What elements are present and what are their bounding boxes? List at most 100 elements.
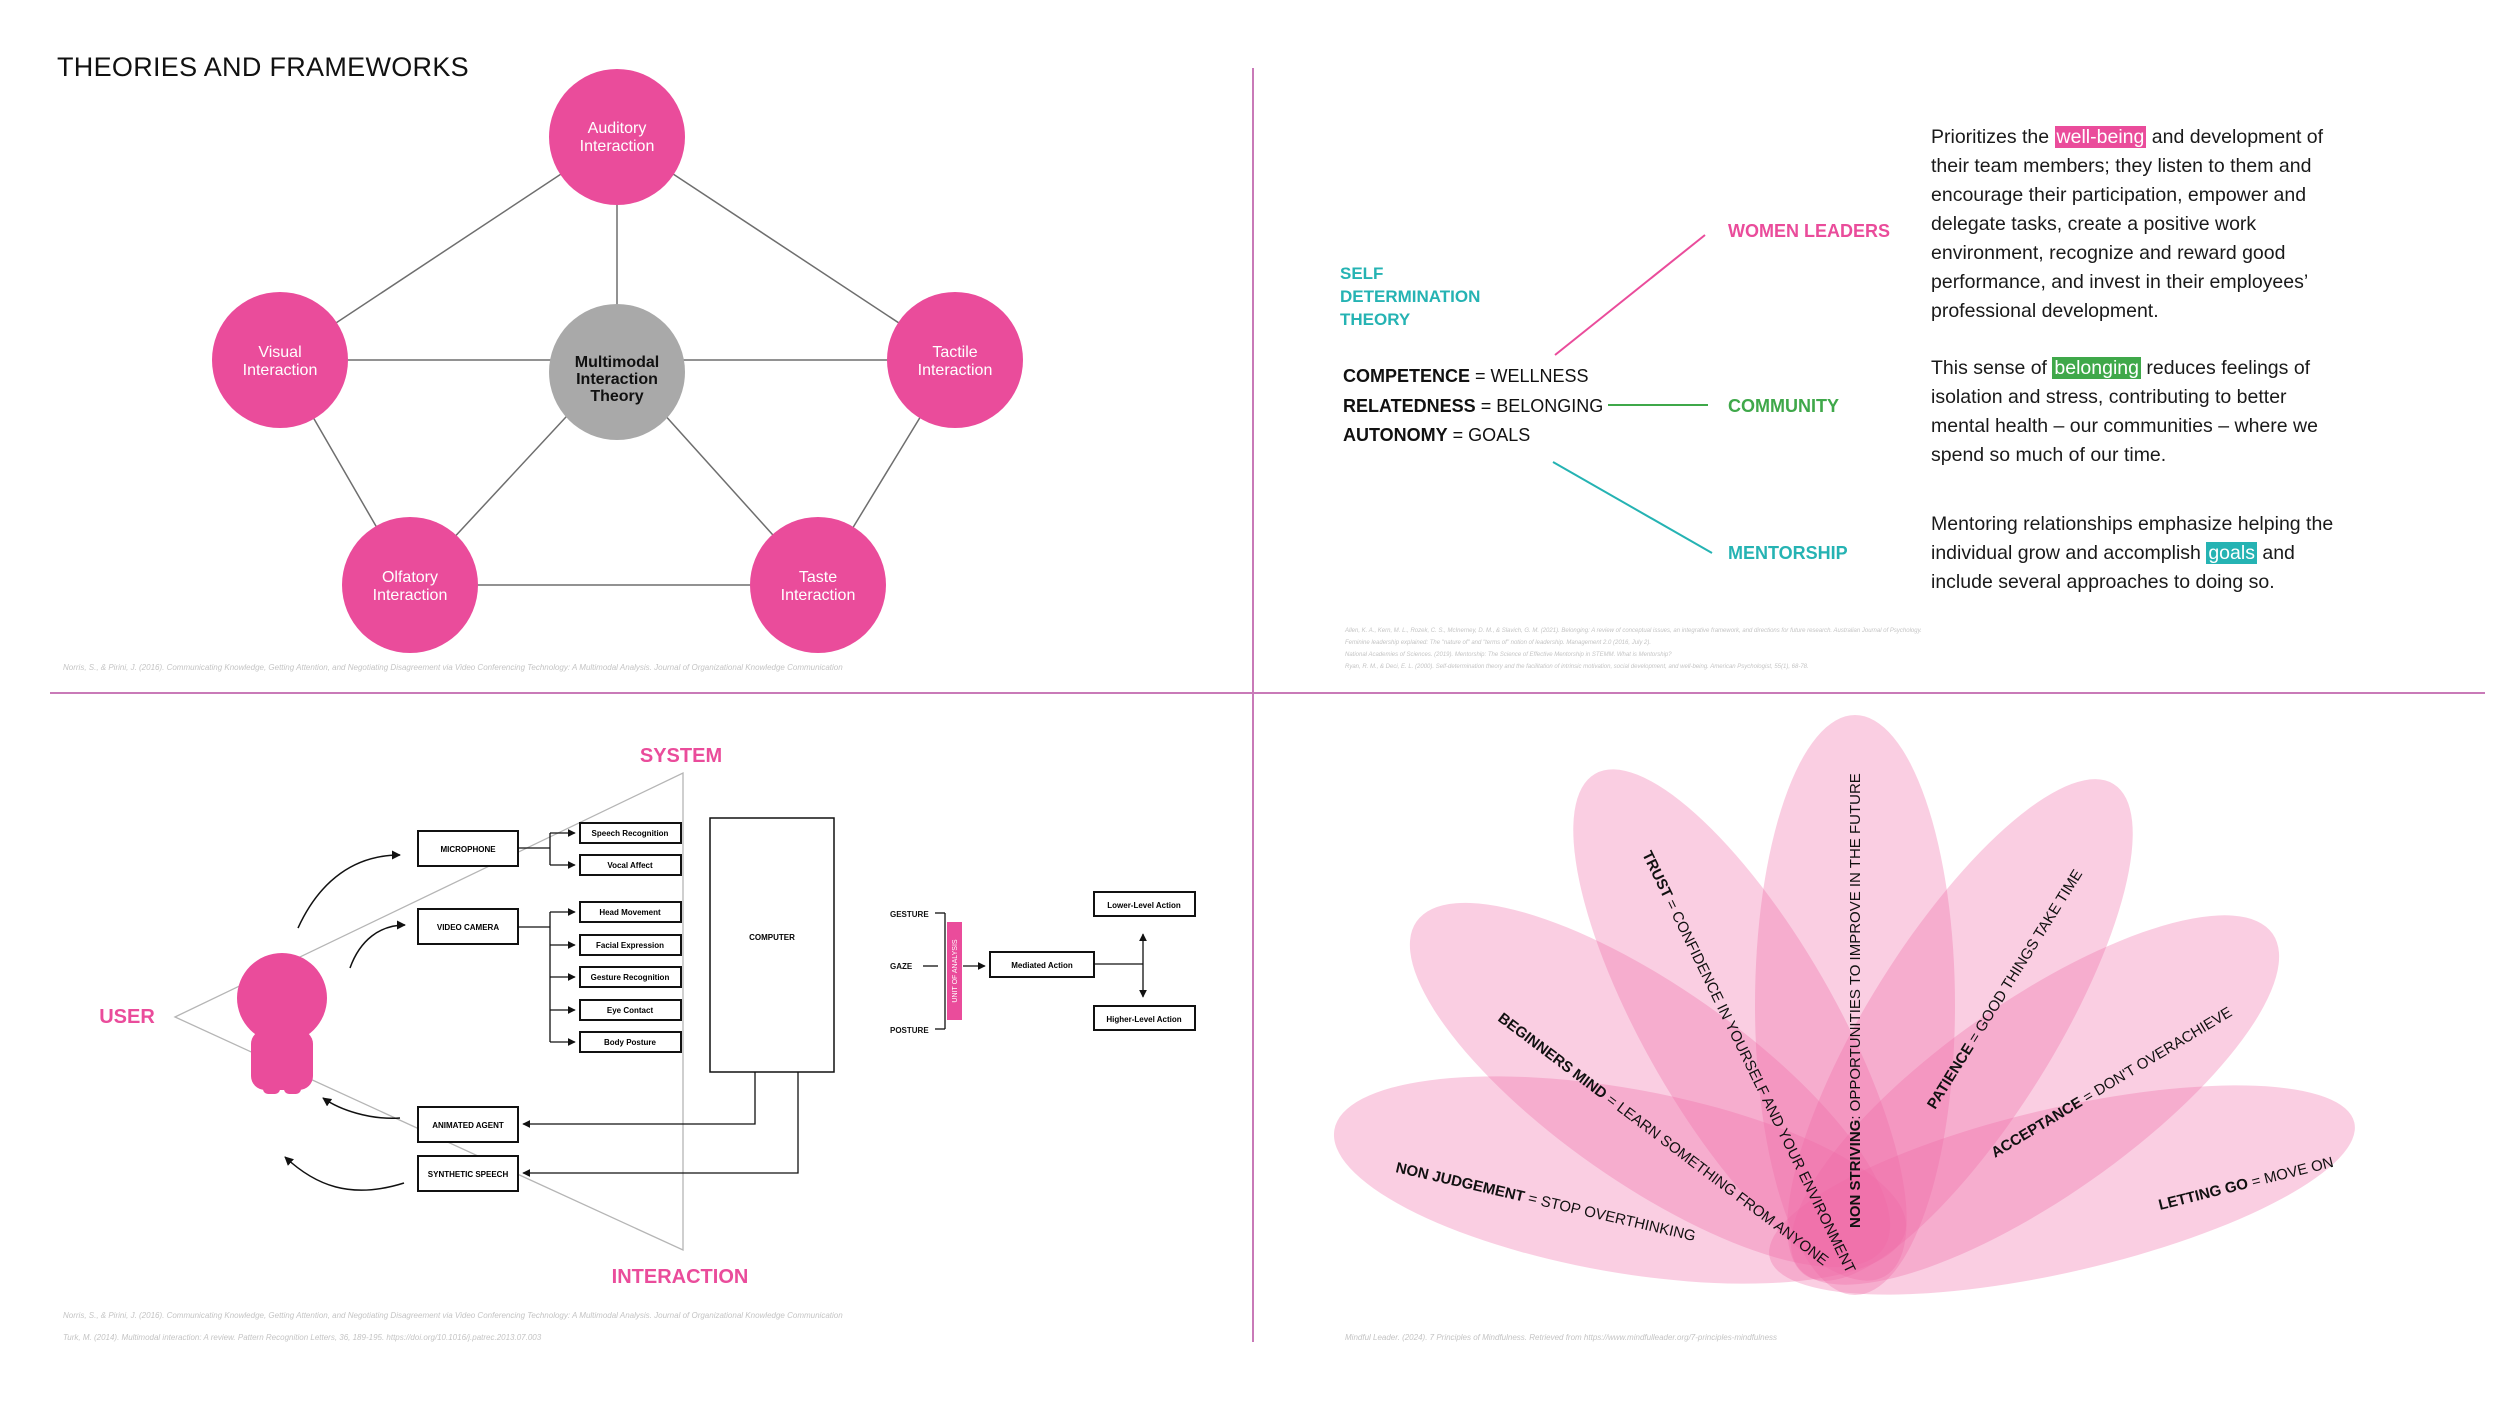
para3-after: and include several approaches to doing … [1931,542,2295,593]
paragraph-community: This sense of belonging reduces feelings… [1931,354,2341,470]
paragraph-women-leaders: Prioritizes the well-being and developme… [1931,123,2351,326]
para2-before: This sense of [1931,357,2053,379]
branch-mentorship-label: MENTORSHIP [1728,543,1848,563]
petal-non-striving [1755,715,1955,1295]
branch-mentorship-line [1552,461,1713,554]
box-computer-label: COMPUTER [749,933,795,942]
node-auditory-line1: Auditory [588,120,647,137]
channel-gesture: GESTURE [890,910,929,919]
sdt-row-relatedness: RELATEDNESS = BELONGING [1343,396,1603,416]
box-video-camera-label: VIDEO CAMERA [437,923,499,932]
citation-sdt-2: Feminine leadership explained: The "natu… [1345,640,1652,646]
citation-lotus: Mindful Leader. (2024). 7 Principles of … [1345,1333,1778,1342]
node-taste-line2: Interaction [781,587,856,604]
node-visual: Visual Interaction [212,292,348,428]
sdt-row-autonomy: AUTONOMY = GOALS [1343,425,1530,445]
box-mediated-action-label: Mediated Action [1011,961,1073,970]
sdt-title-line2: DETERMINATION [1340,287,1480,306]
feature-facial-expression [579,934,682,956]
feature-eye-contact-label: Eye Contact [607,1006,654,1015]
para3-before: Mentoring relationships emphasize helpin… [1931,513,2334,564]
node-taste: Taste Interaction [750,517,886,653]
node-auditory: Auditory Interaction [549,69,685,205]
highlight-belonging: belonging [2052,357,2141,379]
feature-gesture-recognition [579,966,682,988]
citation-interaction-2: Turk, M. (2014). Multimodal interaction:… [63,1333,542,1342]
arrow-agent-to-user [322,1097,401,1119]
box-lower-level-action [1093,891,1196,917]
center-line1: Multimodal [575,354,659,371]
label-system: SYSTEM [640,745,722,767]
node-tactile: Tactile Interaction [887,292,1023,428]
multimodal-diagram: Auditory Interaction Visual Interaction … [212,69,1023,653]
arrow-computer-to-agent [522,1072,756,1128]
camera-bracket [518,908,576,1046]
petal-non-judgement [1333,1076,1907,1284]
box-animated-agent-label: ANIMATED AGENT [432,1121,504,1130]
petal-beginners-mind [1409,902,1891,1268]
box-synthetic-speech [417,1155,519,1192]
para1-after: and development of their team members; t… [1931,126,2324,322]
node-olfatory-line1: Olfatory [382,569,438,586]
user-figure-icon [237,953,327,1094]
node-tactile-line2: Interaction [918,362,993,379]
autonomy-key: AUTONOMY [1343,425,1448,445]
feature-eye-contact [579,999,682,1021]
branch-women-line [1554,234,1706,356]
feature-head-movement [579,901,682,923]
highlight-goals: goals [2206,542,2257,564]
autonomy-value: = GOALS [1448,425,1531,445]
relatedness-key: RELATEDNESS [1343,396,1476,416]
para1-before: Prioritizes the [1931,126,2055,148]
feature-boxes: Speech Recognition Vocal Affect Head Mov… [579,822,682,1053]
arrow-computer-to-speech [522,1072,799,1177]
arrow-user-to-mic [297,850,401,929]
citation-multimodal: Norris, S., & Pirini, J. (2016). Communi… [63,663,843,672]
mic-bracket [518,829,576,869]
box-synthetic-speech-label: SYNTHETIC SPEECH [428,1170,509,1179]
feature-speech-recognition-label: Speech Recognition [592,829,669,838]
feature-head-movement-label: Head Movement [599,908,661,917]
center-line3: Theory [590,388,643,405]
petal-letting-go [1769,1085,2355,1295]
box-computer [709,817,835,1073]
channel-gaze: GAZE [890,962,913,971]
feature-body-posture-label: Body Posture [604,1038,657,1047]
feature-body-posture [579,1031,682,1053]
feature-facial-expression-label: Facial Expression [596,941,664,950]
channel-posture: POSTURE [890,1026,929,1035]
sdt-title-line3: THEORY [1340,310,1411,329]
box-microphone-label: MICROPHONE [440,845,496,854]
feature-vocal-affect-label: Vocal Affect [607,861,653,870]
sdt-diagram: SELF DETERMINATION THEORY COMPETENCE = W… [1340,221,1890,563]
label-interaction: INTERACTION [612,1266,749,1288]
petal-label-non-striving: NON STRIVING: OPPORTUNITIES TO IMPROVE I… [1847,773,1864,1228]
arrow-user-to-camera [349,920,406,969]
petal-trust [1573,769,1907,1281]
lotus-diagram: NON JUDGEMENT = STOP OVERTHINKING BEGINN… [1333,715,2355,1295]
node-tactile-line1: Tactile [932,344,977,361]
box-lower-level-action-label: Lower-Level Action [1107,901,1181,910]
competence-key: COMPETENCE [1343,366,1470,386]
page-title: THEORIES AND FRAMEWORKS [57,52,469,82]
paragraph-mentorship: Mentoring relationships emphasize helpin… [1931,510,2356,597]
feature-vocal-affect [579,854,682,876]
box-higher-level-action-label: Higher-Level Action [1106,1015,1181,1024]
feature-gesture-recognition-label: Gesture Recognition [591,973,670,982]
para2-after: reduces feelings of isolation and stress… [1931,357,2318,466]
sdt-row-competence: COMPETENCE = WELLNESS [1343,366,1589,386]
citation-sdt-3: National Academies of Sciences. (2019). … [1345,652,1672,658]
sdt-title-line1: SELF [1340,264,1383,283]
petal-patience [1787,779,2133,1281]
node-visual-line2: Interaction [243,362,318,379]
citation-sdt-1: Allen, K. A., Kern, M. L., Rozek, C. S.,… [1345,628,1922,634]
feature-speech-recognition [579,822,682,844]
label-user: USER [99,1006,155,1028]
interaction-diagram: SYSTEM USER INTERACTION MICROPHONE VIDEO… [99,745,1196,1288]
node-olfatory-line2: Interaction [373,587,448,604]
node-auditory-line2: Interaction [580,138,655,155]
competence-value: = WELLNESS [1470,366,1589,386]
center-line2: Interaction [576,371,658,388]
highlight-well-being: well-being [2054,126,2147,148]
box-animated-agent [417,1106,519,1143]
